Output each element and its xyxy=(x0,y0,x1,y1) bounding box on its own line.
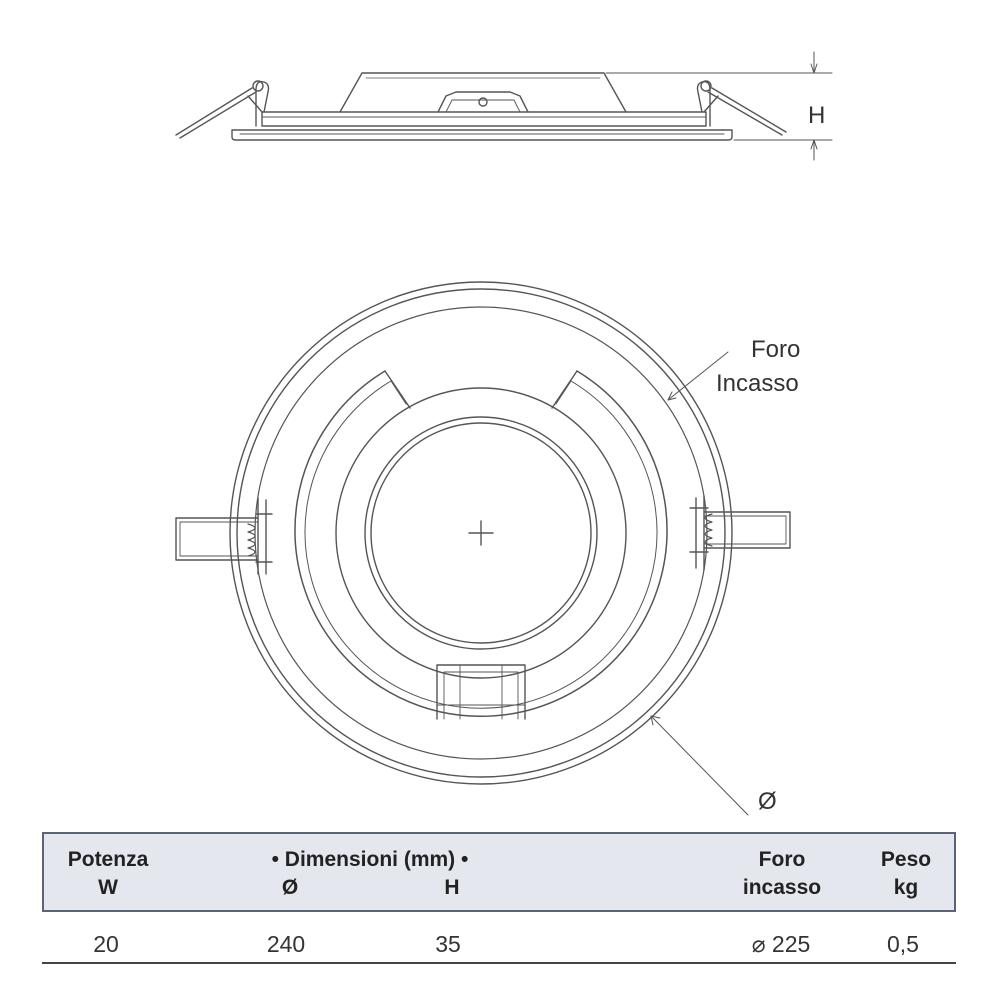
side-connector xyxy=(437,91,529,113)
value-height: 35 xyxy=(435,931,461,957)
value-weight: 0,5 xyxy=(887,931,919,957)
header-cutout: Foro incasso xyxy=(722,846,842,902)
body-ring xyxy=(294,370,668,718)
diameter-leader xyxy=(650,715,749,816)
height-marker-label: H xyxy=(808,102,826,129)
cutout-label-line1: Foro xyxy=(751,336,801,363)
technical-drawing xyxy=(175,51,833,816)
side-flange xyxy=(231,129,733,141)
header-cutout-title: Foro xyxy=(758,848,806,871)
front-view xyxy=(175,281,791,816)
value-cutout: ⌀ 225 xyxy=(751,931,811,957)
side-right-spring xyxy=(696,80,787,136)
outer-flange-circle xyxy=(229,281,733,785)
side-driver-box xyxy=(339,72,627,113)
spec-table-header: Potenza W • Dimensioni (mm) • Ø H Foro i… xyxy=(42,832,956,912)
lens-inner-circle xyxy=(370,422,592,644)
header-weight-unit: kg xyxy=(893,876,919,899)
header-power-title: Potenza xyxy=(67,848,149,871)
header-weight: Peso kg xyxy=(856,846,956,902)
height-dimension xyxy=(605,51,833,161)
value-diameter: 240 xyxy=(266,931,306,957)
spec-table-row: 20 240 35 ⌀ 225 0,5 xyxy=(42,926,956,964)
cutout-label-line2: Incasso xyxy=(716,370,799,397)
header-power-unit: W xyxy=(98,876,118,899)
spec-table: Potenza W • Dimensioni (mm) • Ø H Foro i… xyxy=(42,832,956,964)
lens-outer-circle xyxy=(364,416,598,650)
header-weight-title: Peso xyxy=(880,848,932,871)
side-left-spring xyxy=(175,80,270,139)
header-power: Potenza W xyxy=(48,846,168,902)
outer-flange-inner-circle xyxy=(236,288,726,778)
cutout-circle xyxy=(254,306,708,760)
diameter-marker-label: Ø xyxy=(758,788,777,815)
side-view xyxy=(175,51,833,161)
inner-ring xyxy=(335,387,627,679)
bottom-connector xyxy=(436,664,526,720)
cutout-leader xyxy=(667,351,729,401)
header-diameter-sub: Ø xyxy=(281,876,299,899)
header-cutout-sub: incasso xyxy=(742,876,822,899)
front-right-spring xyxy=(689,495,791,571)
header-height-sub: H xyxy=(444,876,460,899)
header-dimensions-title: • Dimensioni (mm) • xyxy=(271,848,469,871)
value-power: 20 xyxy=(93,931,119,957)
side-body-plate xyxy=(261,111,707,127)
front-left-spring xyxy=(175,497,273,575)
